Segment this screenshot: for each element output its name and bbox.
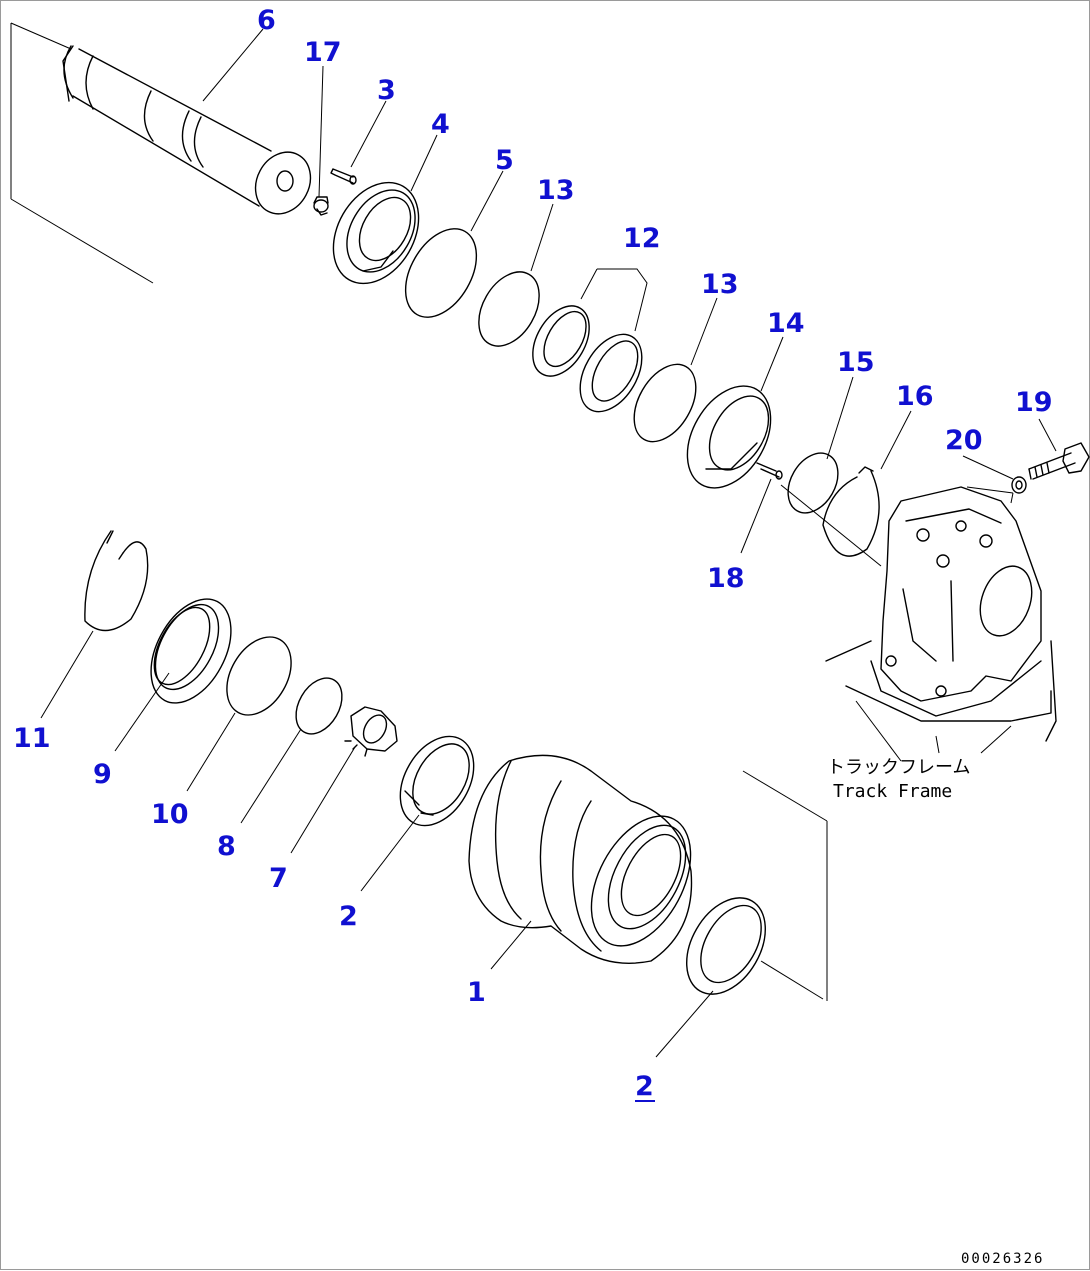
bolt-part-17 [313, 196, 329, 216]
callout-6: 6 [257, 5, 276, 36]
callout-10: 10 [151, 799, 189, 830]
seal-part-9 [150, 598, 232, 704]
callout-numbers: 6 17 3 4 5 13 12 13 14 15 16 19 20 18 11… [13, 5, 1053, 1102]
snap-ring-part-16 [822, 466, 880, 557]
callout-11: 11 [13, 723, 51, 754]
callout-19: 19 [1015, 387, 1053, 418]
track-frame-bracket [780, 484, 1057, 762]
o-ring-part-10 [226, 636, 292, 716]
callout-14: 14 [767, 308, 805, 339]
callout-20: 20 [945, 425, 983, 456]
o-ring-part-5 [404, 228, 478, 318]
callout-16: 16 [896, 381, 934, 412]
callout-15: 15 [837, 347, 875, 378]
floating-seal-part-12 [532, 305, 643, 413]
nut-part-7 [344, 706, 398, 757]
bushing-part-2-right [686, 897, 766, 995]
callout-12: 12 [623, 223, 661, 254]
callout-2-left: 2 [339, 901, 358, 932]
leader-lines [40, 28, 1057, 1058]
o-ring-part-8 [295, 677, 343, 735]
callout-1: 1 [467, 977, 486, 1008]
callout-5: 5 [495, 145, 514, 176]
callout-4: 4 [431, 109, 450, 140]
roller-part-1 [468, 754, 828, 1001]
callout-17: 17 [304, 37, 342, 68]
callout-8: 8 [217, 831, 236, 862]
bolt-part-19 [1028, 442, 1090, 480]
washer-part-20 [1011, 476, 1027, 494]
track-frame-label-jp: トラックフレーム [827, 757, 970, 778]
callout-13-lower: 13 [701, 269, 739, 300]
o-ring-part-13-lower [633, 363, 697, 443]
callout-13-upper: 13 [537, 175, 575, 206]
track-frame-caption: トラックフレーム Track Frame [827, 757, 970, 802]
callout-3: 3 [377, 75, 396, 106]
track-frame-label-en: Track Frame [833, 781, 952, 802]
callout-7: 7 [269, 863, 288, 894]
callout-18: 18 [707, 563, 745, 594]
drawing-reference-number: 00026326 [961, 1251, 1044, 1267]
callout-2-right: 2 [635, 1071, 654, 1102]
pin-part-18 [756, 462, 783, 480]
collar-part-4 [332, 181, 420, 285]
o-ring-part-13-upper [478, 271, 540, 347]
snap-ring-part-11 [84, 530, 149, 632]
o-ring-part-15 [787, 452, 839, 514]
bushing-part-14 [686, 385, 772, 489]
shaft-part-6 [10, 22, 312, 284]
callout-9: 9 [93, 759, 112, 790]
pin-part-3 [330, 168, 357, 185]
